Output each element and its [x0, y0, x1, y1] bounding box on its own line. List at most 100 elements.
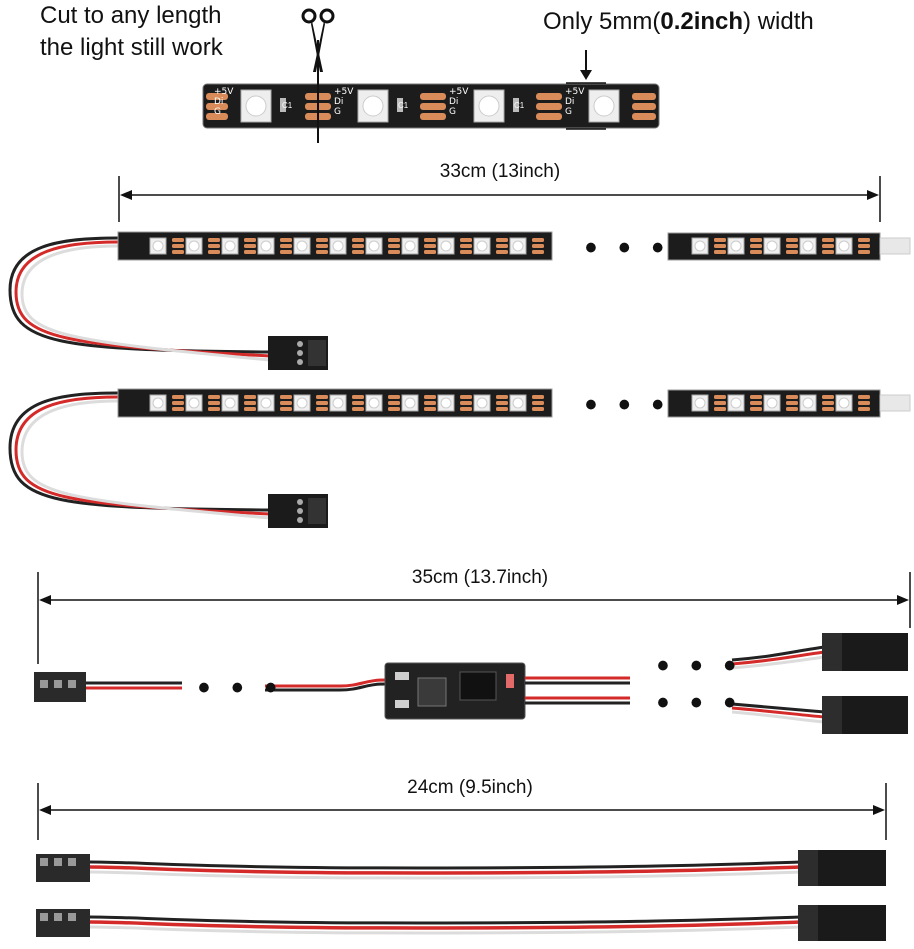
led-lens	[802, 240, 814, 252]
label-data: Di	[214, 97, 224, 107]
led-lens	[368, 397, 380, 409]
solder-pad	[244, 401, 256, 405]
controller-cable	[34, 633, 908, 734]
solder-pad	[388, 395, 400, 399]
led-lens	[260, 240, 272, 252]
solder-pad	[714, 395, 726, 399]
width-callout-suffix: ) width	[743, 8, 814, 35]
solder-pad	[424, 407, 436, 411]
led-lens	[694, 397, 706, 409]
dimension-extension-label: 24cm (9.5inch)	[407, 777, 533, 798]
solder-pad	[532, 407, 544, 411]
solder-pad	[280, 244, 292, 248]
solder-pad	[496, 395, 508, 399]
strip-closeup	[202, 83, 660, 129]
led-lens	[332, 240, 344, 252]
solder-pad	[750, 395, 762, 399]
solder-pad	[388, 238, 400, 242]
solder-pad	[352, 407, 364, 411]
closeup-labels-3: +5V Di G	[449, 87, 468, 117]
solder-pad	[858, 407, 870, 411]
solder-pad	[352, 244, 364, 248]
solder-pad	[858, 250, 870, 254]
solder-pad	[208, 407, 220, 411]
led-lens	[512, 397, 524, 409]
solder-pad	[532, 395, 544, 399]
led-lens	[368, 240, 380, 252]
solder-pad	[496, 244, 508, 248]
solder-pad	[822, 244, 834, 248]
cut-callout-line1: Cut to any length	[40, 2, 222, 29]
solder-pad	[750, 401, 762, 405]
solder-pad	[786, 395, 798, 399]
solder-pad	[460, 401, 472, 405]
solder-pad	[496, 407, 508, 411]
solder-pad	[280, 238, 292, 242]
solder-pad	[244, 407, 256, 411]
solder-pad	[424, 395, 436, 399]
label-cap-3: C1	[514, 101, 525, 110]
led-lens	[730, 397, 742, 409]
arrow-down-icon	[580, 50, 592, 80]
led-lens	[838, 240, 850, 252]
solder-pad	[208, 395, 220, 399]
solder-pad	[280, 407, 292, 411]
solder-pad	[496, 401, 508, 405]
solder-pad	[172, 401, 184, 405]
closeup-labels-2: +5V Di G	[334, 87, 353, 117]
label-cap-2: C1	[398, 101, 409, 110]
solder-pad	[388, 407, 400, 411]
solder-pad	[496, 238, 508, 242]
ellipsis-output-2: • • •	[657, 684, 742, 722]
solder-pad	[424, 238, 436, 242]
solder-pad	[714, 250, 726, 254]
solder-pad	[532, 401, 544, 405]
led-lens	[260, 397, 272, 409]
led-lens	[224, 397, 236, 409]
solder-pad	[750, 407, 762, 411]
solder-pad	[858, 401, 870, 405]
led-lens	[838, 397, 850, 409]
solder-pad	[352, 238, 364, 242]
label-power: +5V	[214, 87, 234, 97]
led-lens	[476, 240, 488, 252]
width-callout-prefix: Only 5mm(	[543, 8, 661, 35]
label-data: Di	[449, 97, 459, 107]
solder-pad	[352, 250, 364, 254]
solder-pad	[496, 250, 508, 254]
solder-pad	[208, 250, 220, 254]
led-lens	[512, 240, 524, 252]
solder-pad	[424, 244, 436, 248]
closeup-labels-4: +5V Di G	[565, 87, 584, 117]
solder-pad	[750, 250, 762, 254]
led-lens	[152, 240, 164, 252]
solder-pad	[316, 238, 328, 242]
led-lens	[224, 240, 236, 252]
solder-pad	[388, 250, 400, 254]
label-power: +5V	[449, 87, 469, 97]
extension-cable-2	[36, 905, 886, 941]
solder-pad	[244, 395, 256, 399]
dimension-strip	[118, 176, 881, 222]
scissors-icon	[301, 8, 335, 72]
solder-pad	[424, 401, 436, 405]
led-lens	[188, 240, 200, 252]
solder-pad	[316, 250, 328, 254]
solder-pad	[172, 238, 184, 242]
led-lens	[332, 397, 344, 409]
solder-pad	[822, 250, 834, 254]
solder-pad	[460, 238, 472, 242]
label-data: Di	[565, 97, 575, 107]
ellipsis-output-1: • • •	[657, 647, 742, 685]
dimension-strip-label: 33cm (13inch)	[439, 161, 561, 182]
label-cap-1: C1	[282, 101, 293, 110]
led-lens	[766, 397, 778, 409]
dimension-controller-label: 35cm (13.7inch)	[411, 567, 549, 588]
extension-cable-1	[36, 850, 886, 886]
solder-pad	[244, 250, 256, 254]
solder-pad	[532, 250, 544, 254]
solder-pad	[208, 401, 220, 405]
solder-pad	[172, 395, 184, 399]
solder-pad	[750, 238, 762, 242]
